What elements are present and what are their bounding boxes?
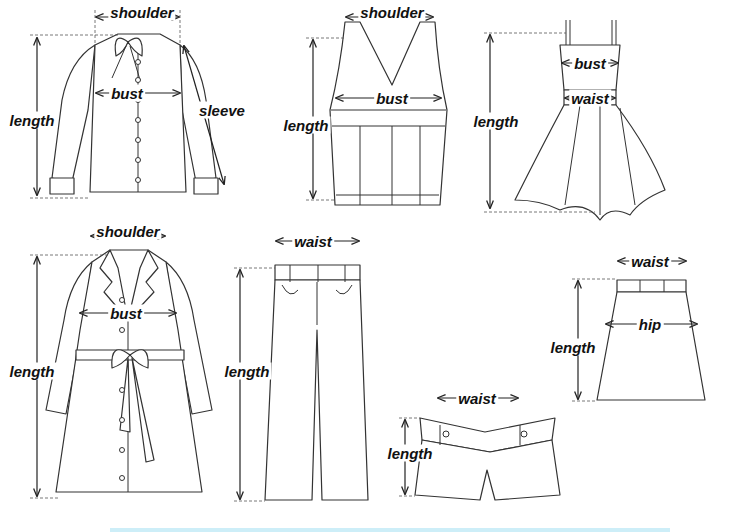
measure-label: waist — [292, 233, 334, 250]
measure-label: bust — [108, 305, 144, 322]
pants-drawing — [265, 265, 368, 500]
measure-label: length — [472, 113, 521, 130]
measure-label: length — [8, 363, 57, 380]
measure-label: sleeve — [197, 102, 247, 119]
measure-label: bust — [374, 90, 410, 107]
measure-label: shoulder — [108, 4, 175, 21]
measure-label: bust — [109, 85, 145, 102]
shorts-drawing — [415, 418, 560, 500]
measure-label: length — [8, 112, 57, 129]
measure-label: hip — [637, 316, 664, 333]
measure-label: bust — [572, 55, 608, 72]
coat-drawing — [46, 250, 212, 492]
measure-label: length — [282, 117, 331, 134]
dress-drawing — [515, 20, 665, 220]
measure-label: shoulder — [94, 223, 161, 240]
tank-top-drawing — [330, 22, 447, 205]
bottom-bar — [110, 528, 670, 532]
measure-label: waist — [569, 90, 611, 107]
measure-label: length — [223, 363, 272, 380]
skirt-drawing — [597, 280, 705, 400]
measure-label: waist — [629, 253, 671, 270]
measure-label: length — [549, 339, 598, 356]
measure-label: shoulder — [358, 4, 425, 21]
measure-label: length — [386, 445, 435, 462]
measure-label: waist — [456, 390, 498, 407]
blouse-drawing — [50, 34, 218, 194]
